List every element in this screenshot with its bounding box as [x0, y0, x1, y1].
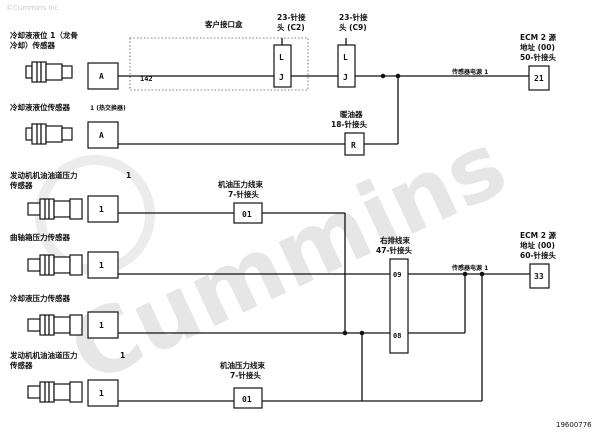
- wires-row-4: [118, 273, 530, 401]
- connector-c9-pin-l: L: [343, 53, 348, 62]
- connector-oil-harness-1-title2: 7-针接头: [228, 189, 259, 199]
- sensor-coolant-pressure: 冷却液压力传感器 1: [10, 293, 119, 339]
- connector-right-harness-pin-08: 08: [393, 332, 401, 340]
- connector-c02-pin-j: J: [279, 73, 284, 82]
- connector-oil-harness-2: 机油压力线束 7-针接头 01: [220, 360, 265, 409]
- sensor-coolant-level-2-icon: [25, 123, 73, 145]
- connector-c9-pin-j: J: [343, 73, 348, 82]
- connector-right-harness-title: 右排线束: [379, 235, 410, 245]
- sensor-oil-pressure-1-pin: 1: [99, 205, 104, 214]
- sensor-crankcase-pin-box: [87, 251, 119, 279]
- customer-interface-box-outline: [129, 37, 309, 91]
- ecm-top-connector: ECM 2 源 地址 (00) 50-针接头 21 传感器电源 1: [451, 32, 557, 91]
- connector-c9-title2: 头 (C9): [339, 22, 367, 32]
- sensor-coolant-pressure-pin-box: [87, 311, 119, 339]
- customer-interface-box-pin: 142: [140, 75, 153, 83]
- sensor-crankcase-pin: 1: [99, 261, 104, 270]
- sensor-oil-pressure-1-num: 1: [126, 171, 131, 180]
- connector-c02: 23-针接 头 (C2) L J: [273, 12, 306, 88]
- sensor-coolant-level-1: 冷却液液位 1（龙骨 冷却）传感器 A: [10, 30, 119, 90]
- ecm-bottom-pin: 33: [534, 272, 544, 281]
- wires-row-3: [118, 212, 346, 333]
- connector-oil-harness-1: 机油压力线束 7-针接头 01: [218, 179, 263, 224]
- ecm-bottom-title3: 60-针接头: [520, 250, 557, 260]
- sensor-coolant-level-1-title2: 冷却）传感器: [10, 40, 55, 50]
- ecm-top-pin: 21: [534, 74, 544, 83]
- connector-oil-harness-2-title2: 7-针接头: [230, 370, 261, 380]
- connector-heater-pin: R: [351, 141, 356, 150]
- sensor-coolant-level-2: 冷却液液位传感器 1 (热交换器) A: [10, 102, 126, 149]
- sensor-oil-pressure-2-pin: 1: [99, 389, 104, 398]
- sensor-oil-pressure-2-num: 1: [120, 351, 125, 360]
- ecm-top-title: ECM 2 源: [520, 32, 557, 42]
- ecm-bottom-wire-label: 传感器电源 1: [451, 264, 488, 272]
- junction-dot-5: [342, 330, 348, 336]
- sensor-oil-pressure-1-icon: [27, 198, 83, 220]
- connector-oil-harness-1-title: 机油压力线束: [218, 179, 263, 189]
- sensor-oil-pressure-1: 发动机机油油道压力 1 传感器 1: [9, 170, 131, 223]
- copyright-text: ©Cummins Inc: [6, 4, 59, 12]
- junction-dot-2: [395, 73, 401, 79]
- connector-heater-title: 暖油器: [340, 109, 363, 119]
- connector-right-harness-box: [389, 258, 409, 354]
- sensor-crankcase: 曲轴箱压力传感器 1: [10, 232, 119, 279]
- sensor-oil-pressure-2-pin-box: [87, 379, 119, 407]
- ecm-bottom-box: [529, 263, 550, 289]
- sensor-coolant-level-2-title: 冷却液液位传感器: [10, 102, 70, 112]
- sensor-coolant-level-2-pin: A: [99, 131, 104, 140]
- connector-oil-harness-2-pin: 01: [242, 395, 252, 404]
- ecm-bottom-connector: ECM 2 源 地址 (00) 60-针接头 33 传感器电源 1: [451, 230, 557, 289]
- sensor-coolant-pressure-pin: 1: [99, 321, 104, 330]
- sensor-coolant-level-1-pin: A: [99, 72, 104, 81]
- junction-dot-1: [380, 73, 386, 79]
- sensor-oil-pressure-2-icon: [27, 381, 83, 403]
- ecm-top-wire-label: 传感器电源 1: [451, 68, 488, 76]
- ecm-bottom-title: ECM 2 源: [520, 230, 557, 240]
- connector-heater-title2: 18-针接头: [331, 119, 368, 129]
- ecm-bottom-title2: 地址 (00): [520, 240, 555, 250]
- connector-oil-harness-2-box: [233, 387, 263, 409]
- sensor-crankcase-icon: [27, 254, 83, 276]
- connector-right-harness: 右排线束 47-针接头 09 08: [376, 235, 413, 354]
- connector-right-harness-title2: 47-针接头: [376, 245, 413, 255]
- connector-oil-harness-2-title: 机油压力线束: [220, 360, 265, 370]
- sensor-oil-pressure-2: 发动机机油油道压力 1 传感器 1: [9, 350, 125, 407]
- connector-oil-harness-1-pin: 01: [242, 210, 252, 219]
- connector-heater: 暖油器 18-针接头 R: [331, 109, 368, 156]
- sensor-coolant-level-1-icon: [25, 61, 73, 83]
- connector-c02-title: 23-针接: [277, 12, 306, 22]
- sensor-coolant-level-2-pin-box: [87, 121, 119, 149]
- junction-dot-3: [462, 271, 468, 277]
- sensor-coolant-pressure-icon: [27, 314, 83, 336]
- sensor-crankcase-title: 曲轴箱压力传感器: [10, 232, 70, 242]
- connector-c02-pin-l: L: [279, 53, 284, 62]
- ecm-top-title2: 地址 (00): [520, 42, 555, 52]
- sensor-oil-pressure-1-title: 发动机机油油道压力: [9, 170, 78, 180]
- sensor-coolant-level-2-note: 1 (热交换器): [90, 104, 126, 112]
- customer-interface-box: 客户接口盒 142: [129, 19, 309, 91]
- sensor-oil-pressure-2-title: 发动机机油油道压力: [9, 350, 78, 360]
- connector-c02-title2: 头 (C2): [277, 22, 305, 32]
- ecm-top-box: [528, 65, 550, 91]
- sensor-oil-pressure-2-title2: 传感器: [9, 360, 33, 370]
- sensor-coolant-level-1-title: 冷却液液位 1（龙骨: [10, 30, 78, 40]
- sensor-oil-pressure-1-pin-box: [87, 195, 119, 223]
- junction-dot-4: [479, 271, 485, 277]
- figure-id: 19600776: [556, 421, 592, 429]
- sensor-coolant-pressure-title: 冷却液压力传感器: [10, 293, 70, 303]
- connector-right-harness-pin-09: 09: [393, 271, 401, 279]
- sensor-oil-pressure-1-title2: 传感器: [9, 180, 33, 190]
- ecm-top-title3: 50-针接头: [520, 52, 557, 62]
- connector-c9-title: 23-针接: [339, 12, 368, 22]
- customer-interface-box-title: 客户接口盒: [204, 19, 243, 29]
